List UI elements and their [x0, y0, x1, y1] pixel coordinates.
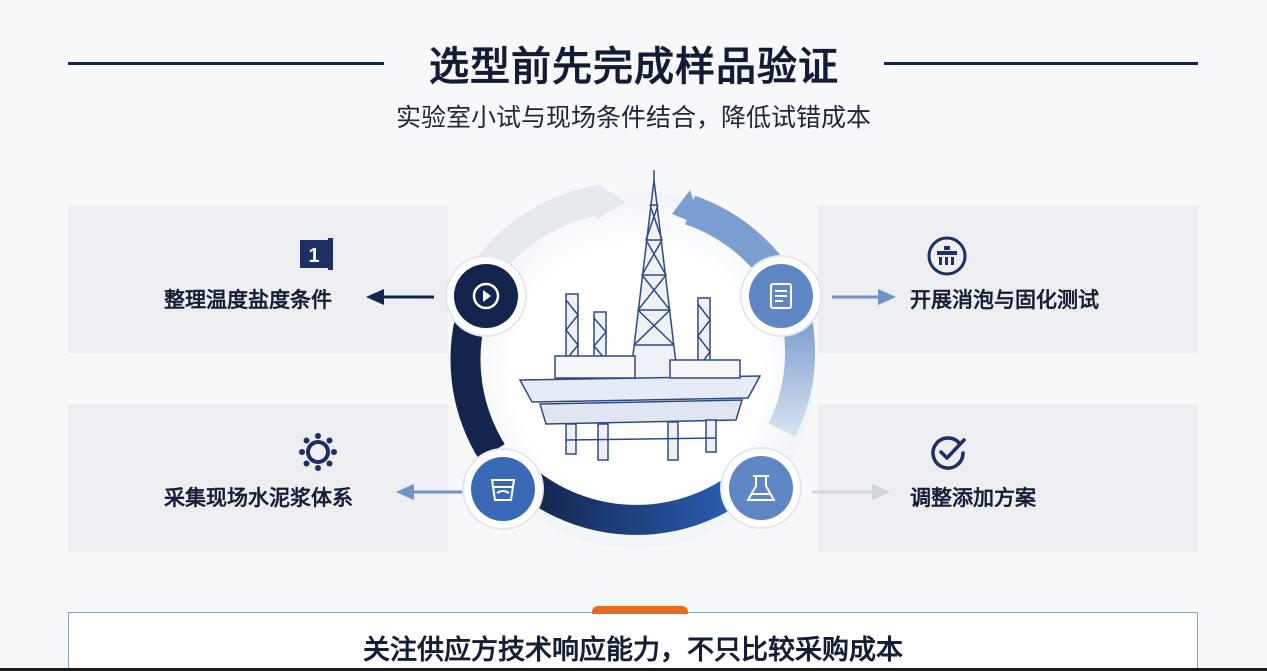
- step-label-top-right: 开展消泡与固化测试: [910, 288, 1099, 312]
- node-bottom-right: [720, 447, 802, 529]
- page-subtitle: 实验室小试与现场条件结合，降低试错成本: [395, 103, 871, 132]
- ring-arrow-topright: [672, 190, 702, 226]
- cycle-ring: [450, 185, 816, 535]
- node-bottom-left: [462, 448, 544, 530]
- flask-icon: [746, 475, 776, 501]
- node-top-left: [445, 255, 527, 337]
- footer-accent-tab: [592, 606, 688, 614]
- document-number-icon: 1: [298, 236, 336, 276]
- panel-bottom-left: [68, 404, 448, 552]
- step-label-bottom-left: 采集现场水泥浆体系: [164, 486, 353, 510]
- target-icon: [472, 282, 500, 310]
- panel-bottom-right: [818, 404, 1198, 552]
- footer-callout-box: [68, 612, 1198, 671]
- step-label-bottom-right: 调整添加方案: [910, 486, 1036, 510]
- panel-top-right: [818, 206, 1198, 353]
- report-icon: [770, 283, 792, 309]
- connector-arrows: [366, 289, 896, 500]
- step-label-top-left: 整理温度盐度条件: [164, 288, 332, 312]
- gear-icon: [298, 432, 338, 476]
- checkmark-icon: [930, 434, 968, 476]
- page-title: 选型前先完成样品验证: [429, 44, 839, 90]
- svg-text:1: 1: [308, 245, 319, 267]
- panel-top-left: [68, 206, 448, 353]
- node-top-right: [740, 255, 822, 337]
- sample-pot-icon: [490, 479, 516, 501]
- lab-equipment-icon: [926, 235, 968, 281]
- title-rule-right: [884, 62, 1198, 65]
- ring-arrow-top: [596, 184, 626, 220]
- footer-callout-text: 关注供应方技术响应能力，不只比较采购成本: [363, 635, 903, 666]
- offshore-platform-illustration: [518, 170, 762, 461]
- title-rule-left: [68, 62, 384, 65]
- bottom-edge: [0, 668, 1267, 671]
